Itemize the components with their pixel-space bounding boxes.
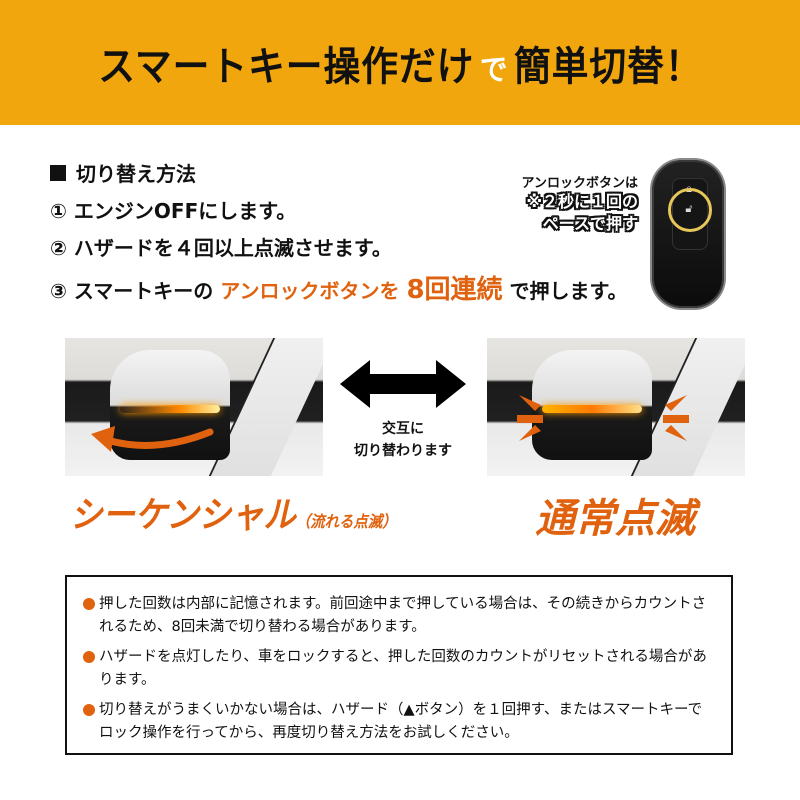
step-3: ③ スマートキーの アンロックボタンを 8回連続 で押します。 [50, 269, 628, 306]
sequential-mirror-photo [65, 338, 323, 476]
curved-arrow-icon [91, 426, 214, 452]
alternate-label-line2: 切り替わります [354, 443, 452, 459]
banner-title-part1: スマートキー操作だけ [97, 43, 474, 90]
step-text-end: で押します。 [509, 279, 628, 303]
step-emphasis-count: 8回連続 [406, 275, 503, 305]
note-text: 切り替えがうまくいかない場合は、ハザード（▲ボタン）を１回押す、またはスマートキ… [99, 702, 703, 741]
instructions-section: 切り替え方法 ① エンジンOFFにします。 ② ハザードを４回以上点滅させます。… [50, 158, 628, 314]
banner-title: スマートキー操作だけで簡単切替！ [98, 34, 702, 92]
step-emphasis: アンロックボタンを [220, 279, 400, 303]
step-text: スマートキーの [73, 279, 214, 303]
alternate-label-line1: 交互に [382, 421, 424, 437]
normal-blink-mirror-photo [487, 338, 745, 476]
note-item: ハザードを点灯したり、車をロックすると、押した回数のカウントがリセットされる場合… [83, 646, 713, 692]
note-item: 押した回数は内部に記憶されます。前回途中まで押している場合は、その続きからカウン… [83, 593, 713, 639]
key-note-line2: ※２秒に１回の [526, 192, 638, 211]
note-text: ハザードを点灯したり、車をロックすると、押した回数のカウントがリセットされる場合… [99, 649, 707, 688]
bullet-dot-icon [83, 598, 95, 610]
bullet-dot-icon [83, 704, 95, 716]
square-bullet-icon [50, 164, 66, 181]
highlight-ring [668, 188, 712, 232]
notes-box: 押した回数は内部に記憶されます。前回途中まで押している場合は、その続きからカウン… [65, 575, 733, 755]
normal-mode-label: 通常点滅 [535, 496, 695, 542]
note-item: 切り替えがうまくいかない場合は、ハザード（▲ボタン）を１回押す、またはスマートキ… [83, 699, 713, 745]
step-1: ① エンジンOFFにします。 [50, 195, 628, 224]
sequential-mode-sub: （流れる点滅） [295, 512, 397, 531]
instructions-heading: 切り替え方法 [50, 158, 628, 187]
step-2: ② ハザードを４回以上点滅させます。 [50, 232, 628, 261]
note-text: 押した回数は内部に記憶されます。前回途中まで押している場合は、その続きからカウン… [99, 596, 707, 635]
step-text: ハザードを４回以上点滅させます。 [73, 236, 392, 260]
banner-title-highlight: で [479, 52, 509, 88]
key-fob-note: アンロックボタンは ※２秒に１回の ペースで押す [498, 172, 638, 235]
step-marker: ③ [50, 279, 67, 303]
key-note-line1: アンロックボタンは [521, 176, 638, 191]
flash-rays-right-icon [663, 395, 689, 441]
key-note-line3: ペースで押す [542, 214, 638, 233]
step-text: エンジンOFFにします。 [73, 199, 297, 223]
flash-rays-left-icon [517, 395, 543, 441]
instructions-heading-text: 切り替え方法 [76, 162, 196, 186]
alternate-label: 交互に 切り替わります [340, 418, 466, 462]
header-banner: スマートキー操作だけで簡単切替！ [0, 0, 800, 125]
smart-key-image: 🔒︎ 🔓︎ [652, 160, 724, 308]
sequential-lamp [120, 405, 220, 413]
banner-title-part2: 簡単切替！ [513, 43, 703, 90]
double-arrow-icon [340, 360, 466, 408]
sequential-mode-label: シーケンシャル（流れる点滅） [70, 486, 397, 538]
sequential-mode-title: シーケンシャル [70, 495, 296, 536]
step-marker: ② [50, 236, 67, 260]
bullet-dot-icon [83, 651, 95, 663]
step-marker: ① [50, 199, 67, 223]
blink-lamp [542, 405, 642, 413]
